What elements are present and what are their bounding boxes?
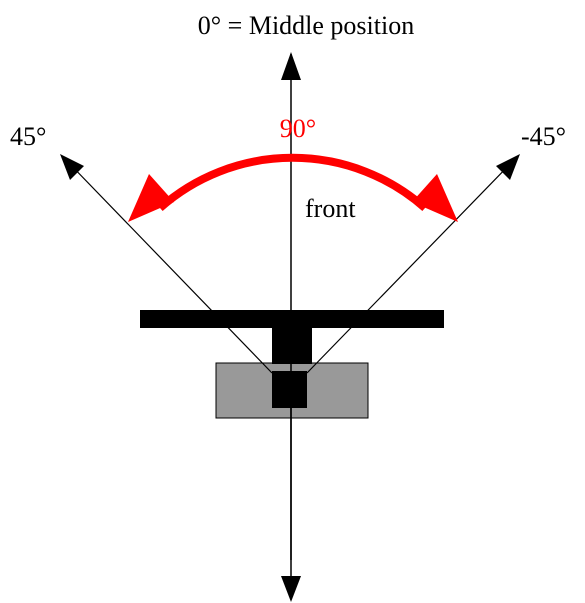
span-arc xyxy=(157,153,428,211)
left-angle-label: 45° xyxy=(10,122,46,151)
right-45-arrowhead xyxy=(496,154,520,180)
span-angle-label: 90° xyxy=(280,114,316,143)
front-label: front xyxy=(305,194,356,223)
span-arc-right-arrowhead xyxy=(412,174,458,222)
axis-up-arrowhead xyxy=(281,52,301,80)
axis-down-arrowhead xyxy=(281,576,301,602)
mount-bar xyxy=(140,310,444,328)
right-angle-label: -45° xyxy=(521,122,566,151)
sensor-square xyxy=(272,371,307,408)
mount-stem xyxy=(272,326,312,364)
middle-position-label: 0° = Middle position xyxy=(198,11,414,40)
left-45-arrowhead xyxy=(60,154,84,180)
right-45-ray xyxy=(306,159,515,374)
left-45-ray xyxy=(65,159,273,374)
span-arc-left-arrowhead xyxy=(128,174,174,222)
